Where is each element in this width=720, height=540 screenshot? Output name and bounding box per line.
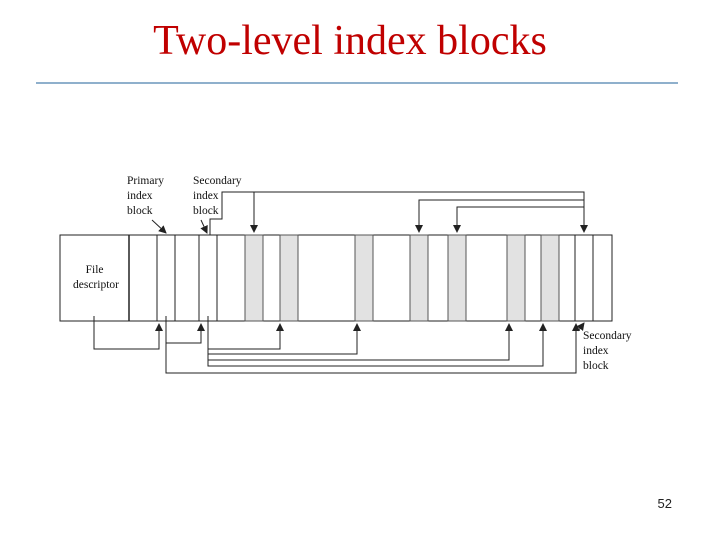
title-rule [36, 82, 678, 84]
pointer-arrow [453, 206, 584, 233]
secondary-index-block-2 [574, 234, 594, 322]
page-number: 52 [657, 496, 672, 511]
primary-label-leader [151, 219, 167, 234]
slide-title: Two-level index blocks [153, 18, 547, 64]
pointer-arrow [415, 199, 584, 233]
data-block [506, 234, 526, 322]
data-block [244, 234, 264, 322]
pointer-arrow [208, 323, 513, 361]
secondary-index-label-right: Secondary index block [583, 330, 634, 372]
data-block [540, 234, 560, 322]
primary-index-label: Primary index block [127, 175, 167, 217]
file-descriptor-label: File descriptor [73, 264, 119, 291]
secondary-label-leader [200, 219, 208, 234]
label-leaders [151, 219, 585, 332]
secondary-index-block-1 [198, 234, 218, 322]
blocks [156, 234, 594, 322]
data-block [279, 234, 299, 322]
pointer-arrow [165, 316, 205, 344]
data-block [409, 234, 429, 322]
pointer-arrow [207, 316, 547, 367]
pointer-arrow [208, 323, 284, 350]
secondary-right-label-leader [576, 322, 585, 332]
disk-strip [59, 234, 613, 322]
disk-strip-outline [59, 234, 613, 322]
pointer-arrow [165, 323, 580, 374]
pointer-arrow [208, 323, 361, 355]
data-block [354, 234, 374, 322]
pointer-arrow [222, 191, 588, 233]
pointer-arrow [93, 316, 163, 350]
data-block [447, 234, 467, 322]
top-pointers [209, 191, 588, 235]
primary-index-block [156, 234, 176, 322]
pointer-arrow [209, 191, 258, 235]
secondary-index-label-top: Secondary index block [193, 175, 244, 217]
bottom-pointers [93, 316, 580, 374]
